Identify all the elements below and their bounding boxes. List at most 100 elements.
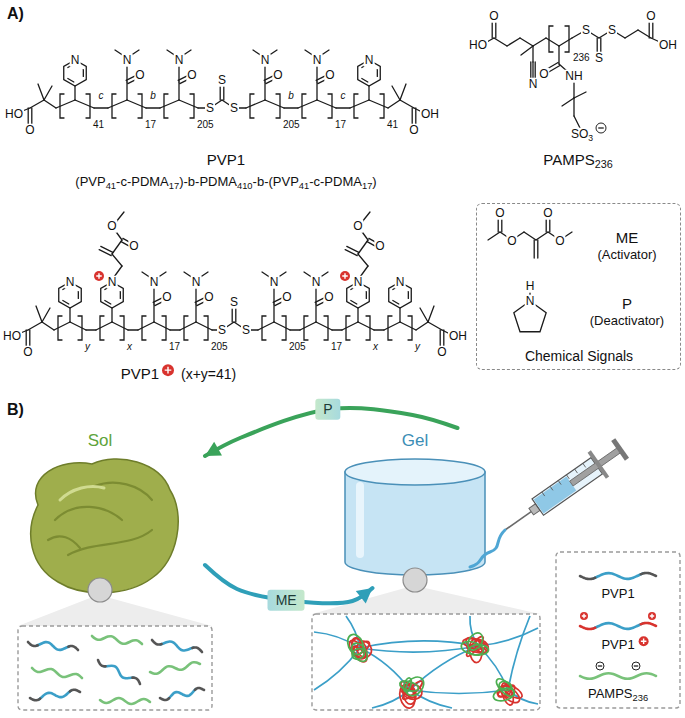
- bond: [42, 308, 50, 322]
- sol-highlight: [60, 487, 104, 501]
- bond: [393, 300, 399, 303]
- gel-thread: [470, 530, 505, 567]
- bond: [392, 86, 400, 100]
- bond: [537, 240, 538, 258]
- repeat-bracket: [282, 316, 286, 340]
- pdma-block: [37, 642, 70, 650]
- legend-label: PVP1: [599, 638, 636, 652]
- atom-label: S: [594, 52, 604, 65]
- repeat-bracket: [60, 94, 64, 118]
- bond: [38, 84, 44, 100]
- atom-label: S: [229, 296, 239, 309]
- arrowhead: [356, 588, 373, 604]
- bond: [300, 322, 316, 330]
- gel-body: [345, 472, 485, 575]
- panel-b-art: [18, 435, 680, 710]
- pvp-block: [641, 573, 656, 576]
- pvp-block: [580, 626, 595, 629]
- bond: [358, 322, 374, 330]
- bond: [264, 82, 265, 100]
- bond: [315, 286, 316, 304]
- bond: [549, 218, 550, 232]
- bond: [345, 250, 357, 256]
- bond: [412, 108, 413, 124]
- repeat-count: 205: [196, 120, 215, 131]
- repeat-count: 17: [330, 342, 343, 353]
- sol-fold: [68, 530, 152, 555]
- graduation: [542, 492, 545, 496]
- repeat-bracket: [112, 94, 116, 118]
- bond: [316, 64, 317, 82]
- network-strand: [360, 641, 478, 648]
- repeat-bracket: [100, 316, 104, 340]
- bond: [501, 218, 502, 232]
- bond: [36, 306, 42, 322]
- zoom-cone: [18, 598, 212, 626]
- bond: [273, 304, 274, 322]
- atom-label: N: [149, 276, 160, 289]
- bond: [559, 38, 572, 46]
- bond: [112, 254, 122, 266]
- bond: [284, 107, 298, 108]
- bond: [428, 322, 442, 330]
- charge-icons: [94, 123, 656, 670]
- bond: [399, 308, 400, 322]
- bond: [520, 38, 533, 46]
- zoom-lens: [403, 568, 427, 592]
- gel-shine: [356, 482, 364, 558]
- bond: [179, 100, 198, 108]
- bond: [342, 322, 358, 330]
- charge-disc: [162, 364, 174, 376]
- needle: [505, 512, 531, 530]
- repeat-bracket: [302, 94, 306, 118]
- minus-sign: [634, 665, 638, 666]
- pvp-block: [152, 640, 162, 645]
- atom-label: O: [506, 235, 517, 248]
- bond: [317, 100, 336, 108]
- atom-label: S: [217, 74, 227, 87]
- bond: [524, 232, 536, 240]
- pvp-block: [68, 646, 78, 650]
- bond: [30, 100, 44, 108]
- sol-fold: [55, 507, 122, 520]
- bond: [265, 100, 284, 108]
- signal-panel: ME(Activator)P(Deactivator)Chemical Sign…: [476, 203, 681, 370]
- bond: [70, 322, 86, 330]
- atom-label: O: [324, 69, 335, 82]
- pdma-block: [160, 642, 193, 651]
- atom-label: H: [525, 280, 536, 293]
- bond: [358, 254, 368, 266]
- bond: [298, 100, 317, 108]
- bond: [574, 116, 580, 128]
- bond: [416, 322, 428, 330]
- panel-heading: Chemical Signals: [525, 349, 633, 364]
- block-link: c: [340, 91, 347, 102]
- bond: [86, 329, 96, 330]
- gel-network: [314, 616, 538, 710]
- graduation: [583, 463, 586, 467]
- repeat-bracket: [86, 94, 90, 118]
- pvp-block: [641, 623, 656, 626]
- atom-label: S: [217, 324, 227, 337]
- bond: [28, 322, 42, 330]
- pvp-block: [28, 642, 38, 646]
- atom-label: N: [122, 54, 133, 67]
- bond: [562, 98, 574, 106]
- pamps-loop: [492, 686, 516, 703]
- repeat-bracket: [388, 316, 392, 340]
- atom-label: O: [272, 69, 283, 82]
- plus-sign: [96, 273, 102, 279]
- bond: [315, 304, 316, 322]
- ionic-cluster: [397, 673, 427, 709]
- node-label: ME: [616, 230, 639, 246]
- panel-letter: B): [6, 402, 25, 419]
- sol-inset: [18, 626, 212, 710]
- bond: [369, 100, 388, 108]
- repeat-bracket: [190, 94, 194, 118]
- bond: [111, 308, 112, 322]
- repeat-bracket: [142, 316, 146, 340]
- charge-disc: [632, 662, 640, 670]
- plus-sign: [165, 367, 172, 374]
- repeat-count: 41: [386, 120, 399, 131]
- pamps-loop: [402, 677, 413, 693]
